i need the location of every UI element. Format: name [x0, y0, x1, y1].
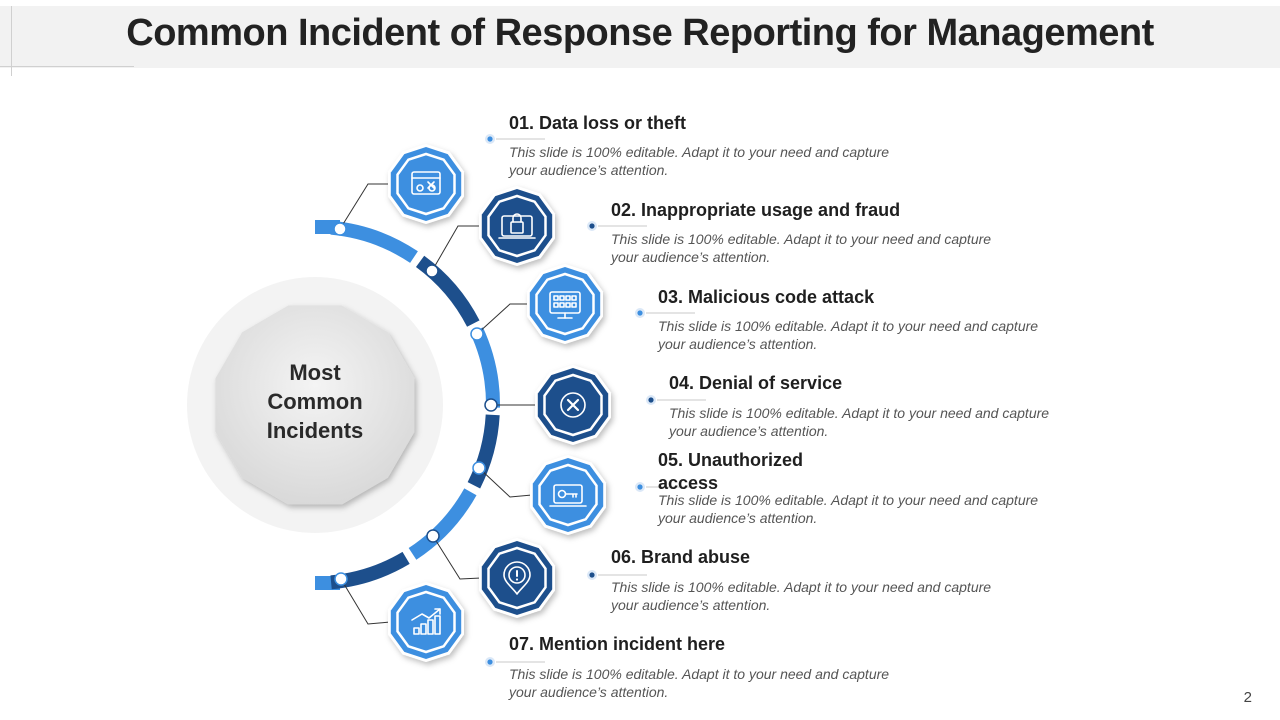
item-title: 02. Inappropriate usage and fraud	[611, 200, 901, 220]
arc-node	[484, 398, 498, 412]
incident-badge	[388, 582, 464, 662]
bullet-dot	[637, 484, 643, 490]
badge-inner-ring	[487, 546, 547, 610]
incident-badge	[388, 144, 464, 224]
bullet-dot	[487, 659, 493, 665]
item-title: 03. Malicious code attack	[658, 287, 875, 307]
page-number: 2	[1243, 689, 1252, 706]
bullet-dot	[589, 572, 595, 578]
item-title: 06. Brand abuse	[611, 547, 751, 567]
bullet-dot	[637, 310, 643, 316]
arc-segment	[470, 327, 501, 408]
item-description: This slide is 100% editable. Adapt it to…	[658, 318, 1039, 352]
title-bar	[0, 6, 1280, 76]
badge-inner-ring	[396, 152, 456, 216]
badge-ring	[529, 267, 601, 341]
item-description: This slide is 100% editable. Adapt it to…	[658, 492, 1039, 526]
center-label-line: Common	[267, 389, 363, 414]
connector-line	[432, 535, 482, 580]
bullet-dot	[487, 136, 493, 142]
arc-node	[470, 327, 484, 341]
badge-inner-ring	[538, 463, 598, 527]
arc-segment	[467, 414, 500, 489]
item-title: 01. Data loss or theft	[509, 113, 687, 133]
item-title: 05. Unauthorized access	[658, 450, 804, 493]
arc-segment	[408, 488, 477, 560]
badge-ring	[481, 541, 553, 615]
connector-line	[476, 303, 529, 335]
title-corner-line	[11, 6, 12, 76]
item-title: 04. Denial of service	[669, 373, 843, 393]
incident-badge	[530, 455, 606, 535]
incident-badge	[479, 186, 555, 266]
badge-inner-ring	[396, 590, 456, 654]
denial-x-icon	[560, 392, 586, 418]
badge-ring	[390, 585, 462, 659]
incident-badge	[479, 538, 555, 618]
connector-line	[431, 225, 481, 272]
badge-inner-ring	[535, 272, 595, 336]
badge-ring	[390, 147, 462, 221]
center-polygon	[215, 305, 415, 505]
center-label-line: Most	[289, 360, 341, 385]
badge-ring	[532, 458, 604, 532]
slide-title: Common Incident of Response Reporting fo…	[126, 12, 1154, 54]
arc-node	[333, 222, 347, 236]
key-laptop-icon	[549, 484, 587, 507]
arc-node	[334, 572, 348, 586]
badge-inner-ring	[487, 194, 547, 258]
bullet-dot	[589, 223, 595, 229]
connector-line	[478, 467, 533, 498]
arc-node	[472, 461, 486, 475]
badge-inner-ring	[543, 373, 603, 437]
title-corner-line	[0, 66, 134, 67]
incident-badge	[527, 264, 603, 344]
center-label-line: Incidents	[266, 418, 364, 443]
growth-chart-icon	[411, 608, 441, 635]
arc-node	[426, 529, 440, 543]
item-description: This slide is 100% editable. Adapt it to…	[509, 666, 890, 700]
item-description: This slide is 100% editable. Adapt it to…	[611, 231, 992, 265]
fraud-lock-icon	[498, 213, 536, 239]
badge-ring	[481, 189, 553, 263]
connector-line	[340, 578, 391, 625]
connector-line	[339, 183, 390, 230]
arc-node	[425, 264, 439, 278]
item-description: This slide is 100% editable. Adapt it to…	[509, 144, 890, 178]
alert-pin-icon	[503, 561, 531, 595]
item-title: 07. Mention incident here	[509, 634, 726, 654]
code-monitor-icon	[549, 291, 581, 319]
incident-badge	[535, 365, 611, 445]
center-label: Most Common Incidents	[225, 358, 405, 445]
data-theft-icon	[411, 171, 441, 195]
item-description: This slide is 100% editable. Adapt it to…	[669, 405, 1050, 439]
bullet-dot	[648, 397, 654, 403]
item-description: This slide is 100% editable. Adapt it to…	[611, 579, 992, 613]
arc-segment	[415, 255, 480, 327]
